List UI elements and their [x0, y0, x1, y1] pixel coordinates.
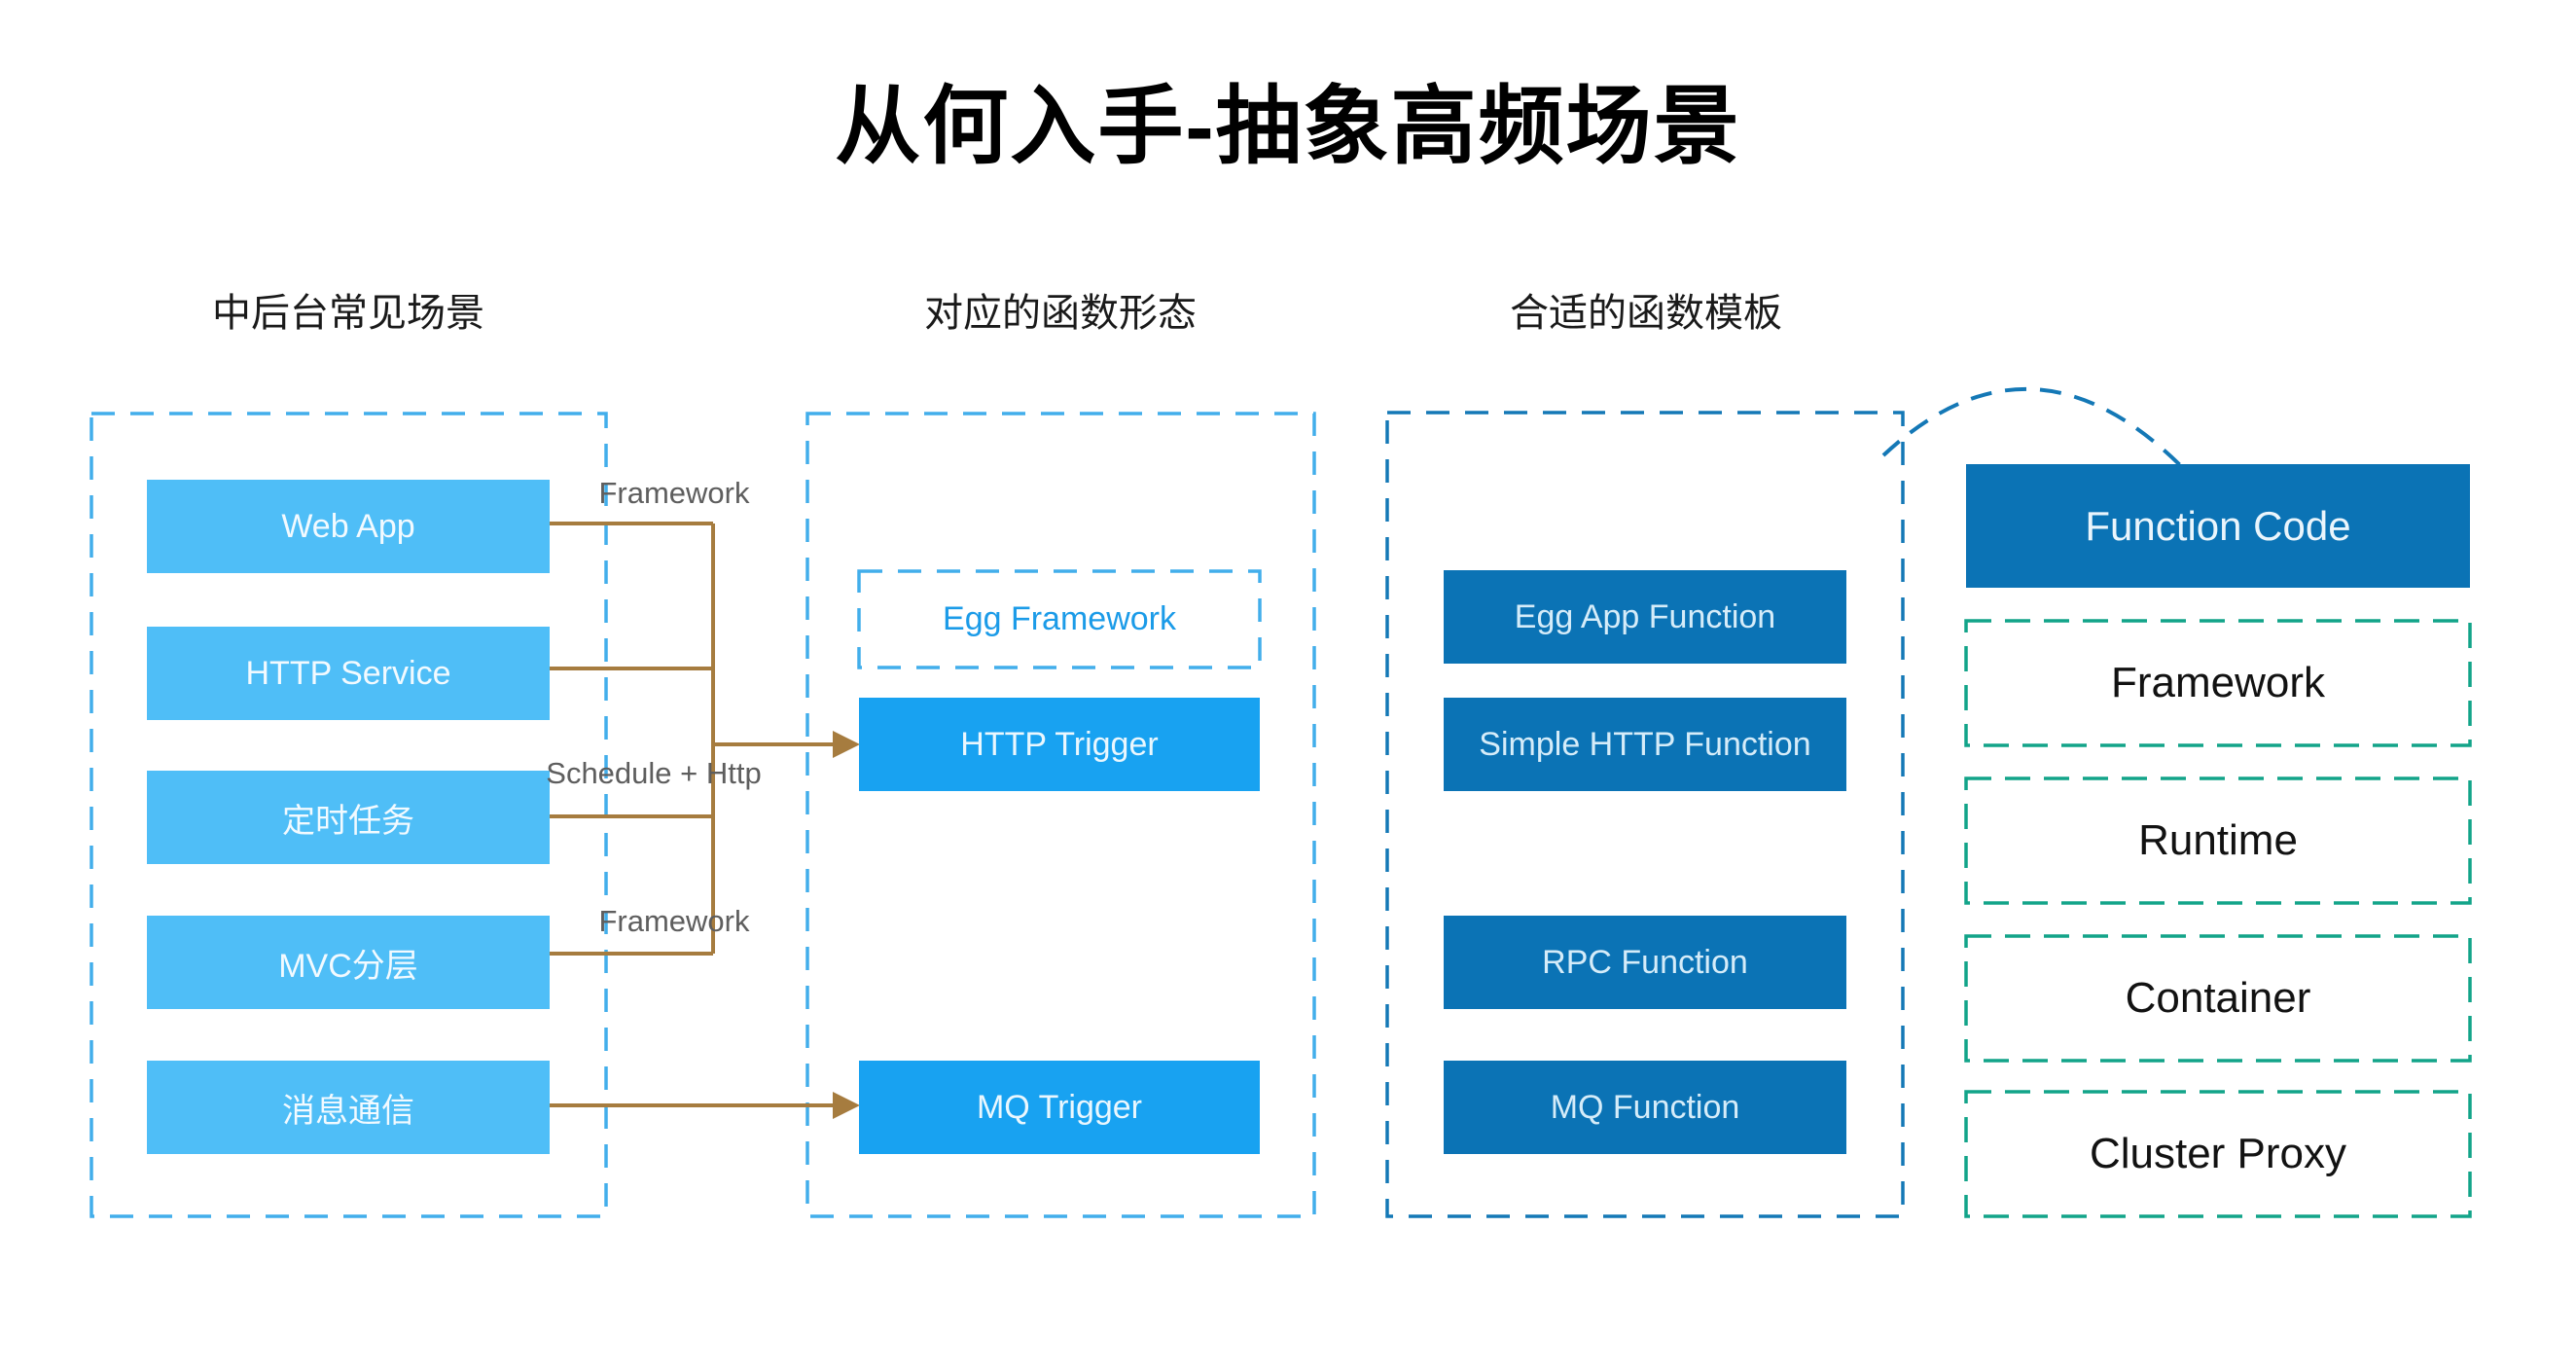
template-egg-app-function: Egg App Function	[1444, 570, 1846, 664]
egg-framework-box: Egg Framework	[943, 600, 1176, 637]
layer-framework-border	[1964, 619, 2472, 747]
function-forms-group-border	[805, 412, 1316, 1218]
header-templates: 合适的函数模板	[1510, 292, 1782, 335]
template-mq-function: MQ Function	[1444, 1061, 1846, 1154]
connector-label-schedule-http: Schedule + Http	[546, 756, 762, 790]
scenario-web-app: Web App	[147, 480, 550, 573]
function-code-box: Function Code	[1966, 464, 2470, 588]
http-trigger-box: HTTP Trigger	[859, 698, 1260, 791]
stack-layer-framework: Framework	[2110, 659, 2326, 706]
templates-group-border	[1385, 411, 1905, 1218]
mq-trigger-box: MQ Trigger	[859, 1061, 1260, 1154]
header-scenarios: 中后台常见场景	[212, 292, 484, 335]
scenario-http-service: HTTP Service	[147, 627, 550, 720]
scenario-scheduled-task: 定时任务	[147, 771, 550, 864]
layer-runtime-border	[1964, 776, 2472, 905]
template-rpc-function: RPC Function	[1444, 916, 1846, 1009]
layer-cluster-proxy-border	[1964, 1090, 2472, 1218]
scenario-message-communication: 消息通信	[147, 1061, 550, 1154]
connector-lines	[550, 522, 833, 1107]
slide-title: 从何入手-抽象高频场景	[835, 77, 1741, 174]
stack-layer-runtime: Runtime	[2138, 816, 2298, 864]
stack-layer-cluster-proxy: Cluster Proxy	[2089, 1130, 2347, 1177]
templates-to-function-code-arc	[1881, 387, 2184, 469]
arrowhead-http-trigger	[833, 731, 860, 758]
template-simple-http-function: Simple HTTP Function	[1444, 698, 1846, 791]
layer-container-border	[1964, 934, 2472, 1063]
egg-framework-border	[857, 569, 1262, 669]
header-function-forms: 对应的函数形态	[924, 292, 1197, 335]
connector-label-framework-top: Framework	[598, 476, 750, 510]
scenario-mvc-layering: MVC分层	[147, 916, 550, 1009]
arrowhead-mq-trigger	[833, 1092, 860, 1119]
stack-layer-container: Container	[2125, 974, 2311, 1022]
connector-label-framework-bottom: Framework	[598, 904, 750, 938]
